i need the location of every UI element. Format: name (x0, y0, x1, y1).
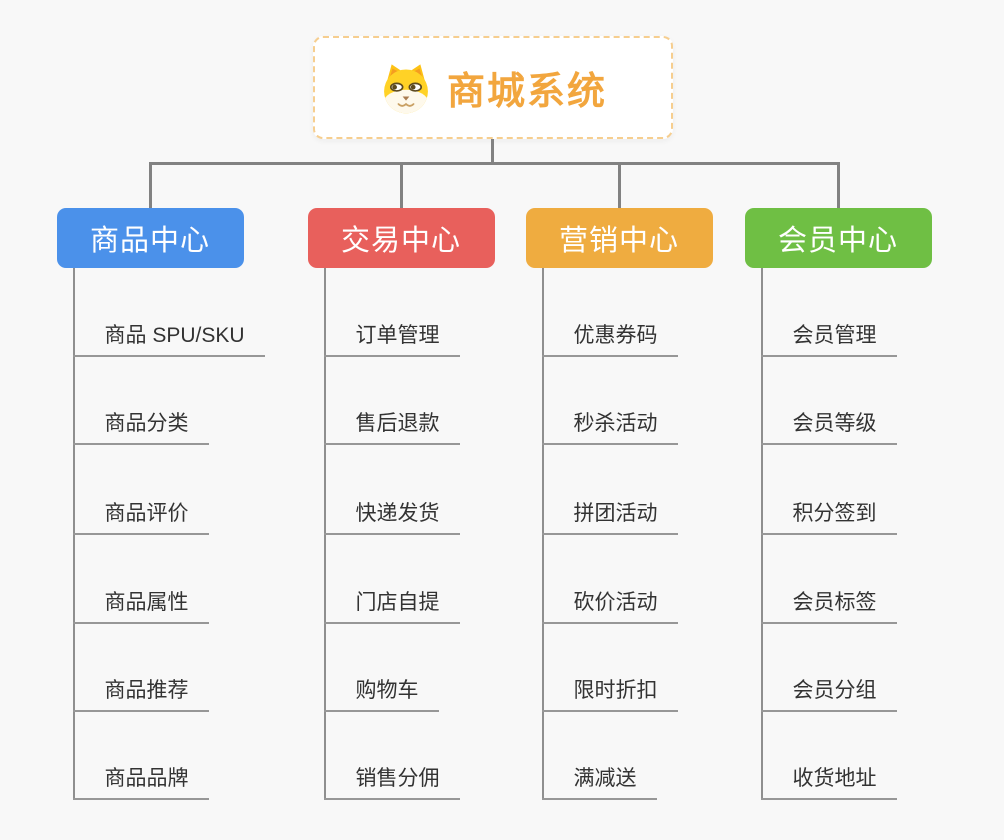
connector-branch-drop (836, 162, 840, 208)
connector-branch-drop (399, 162, 403, 208)
root-node-mall-system[interactable]: 商城系统 (313, 36, 673, 139)
leaf-member-center-1[interactable]: 会员管理 (760, 321, 897, 357)
connector-root-stem (491, 139, 494, 163)
leaf-marketing-center-2[interactable]: 秒杀活动 (541, 409, 678, 445)
branch-header-label-trade-center: 交易中心 (340, 225, 461, 257)
leaf-trade-center-5[interactable]: 购物车 (323, 676, 439, 712)
leaf-member-center-4[interactable]: 会员标签 (760, 588, 897, 624)
branch-header-trade-center[interactable]: 交易中心 (307, 208, 495, 268)
leaf-product-center-5[interactable]: 商品推荐 (72, 676, 209, 712)
connector-branch-drop (148, 162, 152, 208)
connector-branch-drop (617, 162, 621, 208)
leaf-marketing-center-3[interactable]: 拼团活动 (541, 499, 678, 535)
branch-header-product-center[interactable]: 商品中心 (56, 208, 244, 268)
leaf-member-center-2[interactable]: 会员等级 (760, 409, 897, 445)
leaf-marketing-center-4[interactable]: 砍价活动 (541, 588, 678, 624)
leaf-marketing-center-5[interactable]: 限时折扣 (541, 676, 678, 712)
leaf-trade-center-6[interactable]: 销售分佣 (323, 764, 460, 800)
leaf-member-center-3[interactable]: 积分签到 (760, 499, 897, 535)
leaf-member-center-5[interactable]: 会员分组 (760, 676, 897, 712)
leaf-trade-center-1[interactable]: 订单管理 (323, 321, 460, 357)
dog-face-icon (379, 61, 433, 115)
branch-header-marketing-center[interactable]: 营销中心 (525, 208, 713, 268)
connector-bus (149, 162, 840, 165)
leaf-product-center-1[interactable]: 商品 SPU/SKU (72, 321, 265, 357)
branch-header-member-center[interactable]: 会员中心 (744, 208, 932, 268)
leaf-marketing-center-1[interactable]: 优惠券码 (541, 321, 678, 357)
leaf-product-center-3[interactable]: 商品评价 (72, 499, 209, 535)
leaf-product-center-4[interactable]: 商品属性 (72, 588, 209, 624)
leaf-trade-center-3[interactable]: 快递发货 (323, 499, 460, 535)
branch-header-label-product-center: 商品中心 (89, 225, 210, 257)
branch-header-label-marketing-center: 营销中心 (558, 225, 679, 257)
leaf-trade-center-4[interactable]: 门店自提 (323, 588, 460, 624)
leaf-product-center-6[interactable]: 商品品牌 (72, 764, 209, 800)
root-title: 商城系统 (446, 71, 607, 113)
leaf-marketing-center-6[interactable]: 满减送 (541, 764, 657, 800)
leaf-member-center-6[interactable]: 收货地址 (760, 764, 897, 800)
leaf-product-center-2[interactable]: 商品分类 (72, 409, 209, 445)
leaf-trade-center-2[interactable]: 售后退款 (323, 409, 460, 445)
branch-header-label-member-center: 会员中心 (777, 225, 898, 257)
